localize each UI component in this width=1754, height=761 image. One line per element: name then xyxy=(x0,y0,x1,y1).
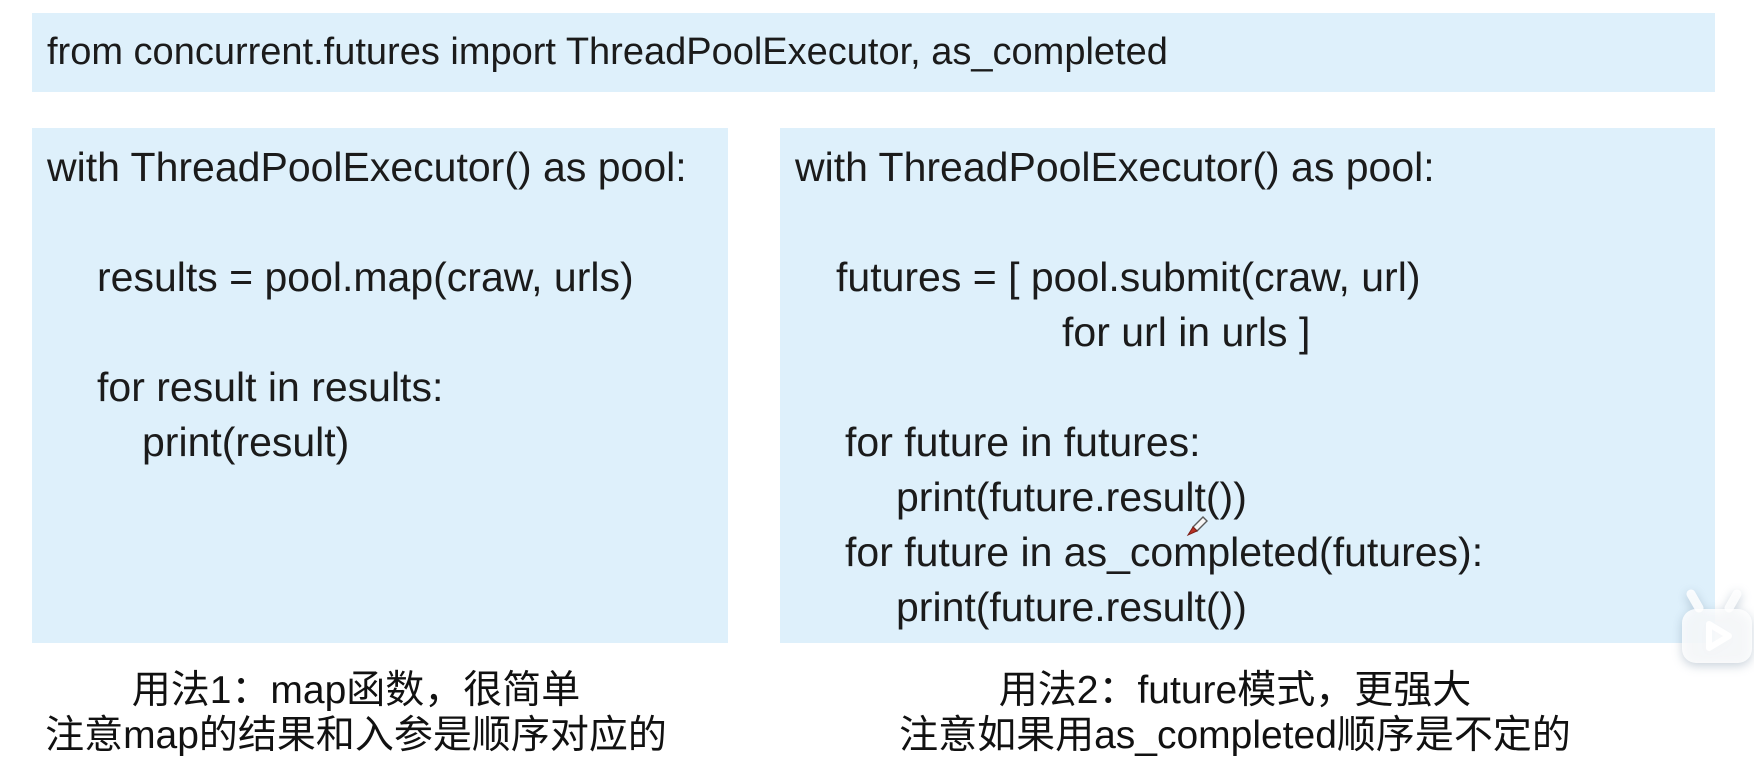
tv-play-watermark-icon xyxy=(1682,589,1752,663)
code-line: with ThreadPoolExecutor() as pool: xyxy=(47,144,687,190)
code-line-blank xyxy=(32,195,728,250)
code-line: print(result) xyxy=(142,419,350,465)
caption-usage-1-line-1: 用法1：map函数，很简单 xyxy=(131,669,581,712)
code-line: with ThreadPoolExecutor() as pool: xyxy=(795,144,1435,190)
caption-usage-1-line-2: 注意map的结果和入参是顺序对应的 xyxy=(45,714,667,757)
code-line: for result in results: xyxy=(97,364,444,410)
caption-usage-1: 用法1：map函数，很简单 注意map的结果和入参是顺序对应的 xyxy=(6,668,706,758)
code-line: print(future.result()) xyxy=(896,584,1247,630)
import-statement: from concurrent.futures import ThreadPoo… xyxy=(47,31,1168,73)
code-line: for url in urls ] xyxy=(1062,309,1311,355)
code-line: for future in futures: xyxy=(845,419,1201,465)
code-line-blank xyxy=(780,195,1715,250)
code-line: for future in as_completed(futures): xyxy=(845,529,1484,575)
code-line-blank xyxy=(32,305,728,360)
code-line: futures = [ pool.submit(craw, url) xyxy=(836,254,1421,300)
import-banner: from concurrent.futures import ThreadPoo… xyxy=(32,13,1715,92)
code-line: print(future.result()) xyxy=(896,474,1247,520)
code-line: results = pool.map(craw, urls) xyxy=(97,254,634,300)
caption-usage-2: 用法2：future模式，更强大 注意如果用as_completed顺序是不定的 xyxy=(770,668,1700,758)
caption-usage-2-line-2: 注意如果用as_completed顺序是不定的 xyxy=(899,714,1571,757)
code-line-blank xyxy=(780,360,1715,415)
pencil-cursor-icon xyxy=(1186,516,1208,537)
code-box-future-usage: with ThreadPoolExecutor() as pool: futur… xyxy=(780,128,1715,643)
code-box-map-usage: with ThreadPoolExecutor() as pool: resul… xyxy=(32,128,728,643)
caption-usage-2-line-1: 用法2：future模式，更强大 xyxy=(998,669,1472,712)
